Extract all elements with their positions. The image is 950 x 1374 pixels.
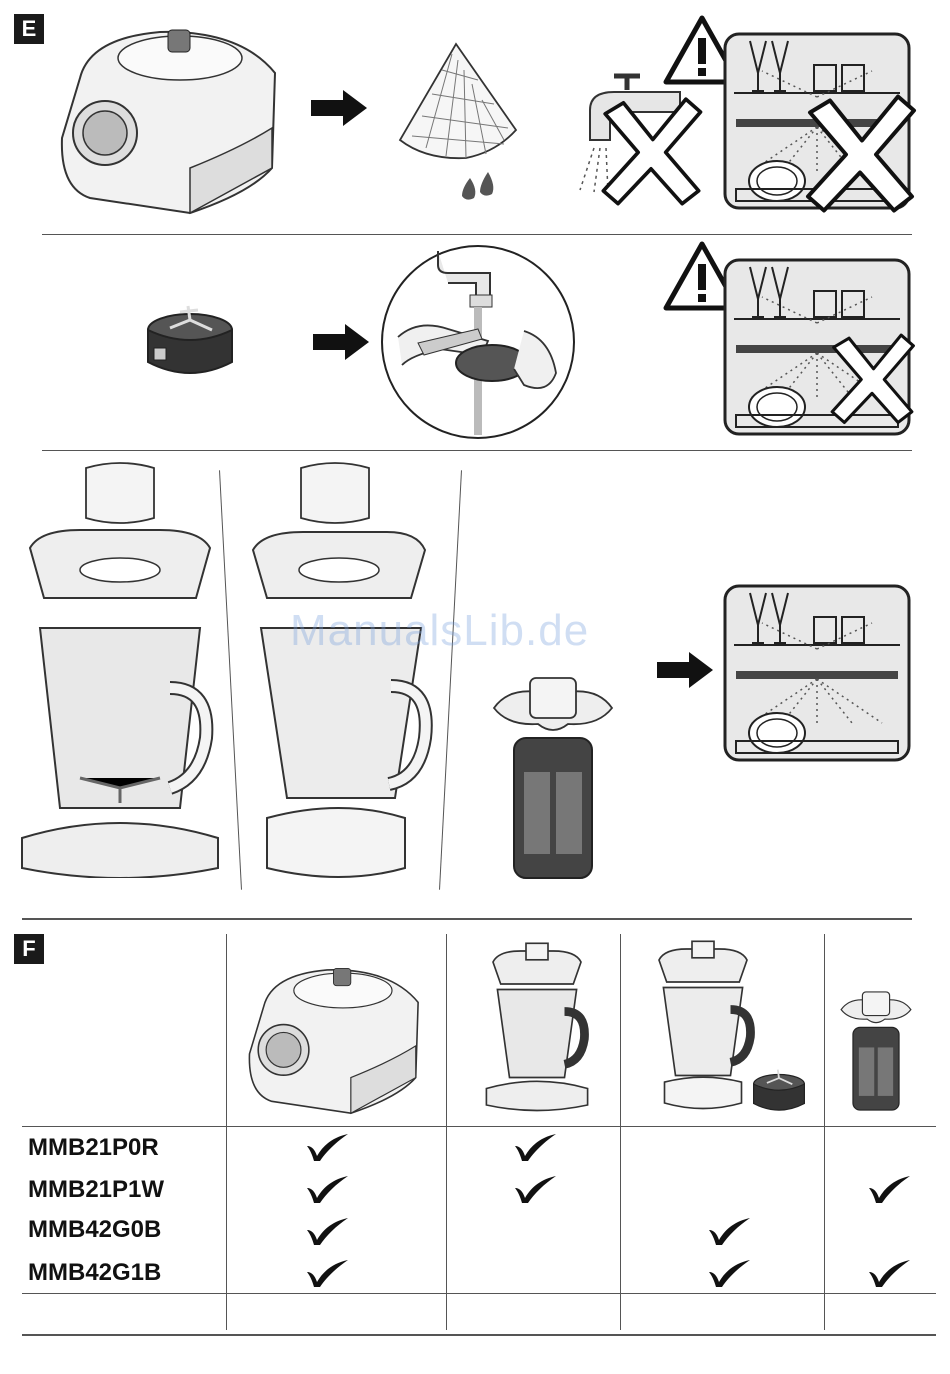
blender-jug-plastic-illustration xyxy=(20,458,220,878)
blade-assembly-thumbnail xyxy=(748,1066,810,1118)
check-mark-icon xyxy=(304,1132,350,1162)
divider xyxy=(42,450,912,451)
section-e-badge: E xyxy=(14,14,44,44)
blender-jug-glass-illustration xyxy=(245,458,445,878)
cross-out-icon xyxy=(800,90,920,215)
check-mark-icon xyxy=(304,1216,350,1246)
check-mark-icon xyxy=(706,1258,752,1288)
blender-jug-thumbnail xyxy=(482,940,592,1116)
model-name: MMB21P1W xyxy=(28,1176,164,1204)
model-name: MMB42G1B xyxy=(28,1259,161,1287)
table-column-divider xyxy=(620,934,621,1330)
mini-chopper-thumbnail xyxy=(836,986,916,1116)
arrow-right-icon xyxy=(310,322,372,362)
cross-out-icon xyxy=(826,318,918,438)
glass-jug-thumbnail xyxy=(648,938,758,1114)
model-name: MMB42G0B xyxy=(28,1216,161,1244)
table-column-divider xyxy=(226,934,227,1330)
table-row-divider xyxy=(22,1126,936,1127)
check-mark-icon xyxy=(866,1174,912,1204)
check-mark-icon xyxy=(512,1174,558,1204)
section-f-badge: F xyxy=(14,934,44,964)
table-bottom-border xyxy=(22,1334,936,1336)
table-column-divider xyxy=(824,934,825,1330)
check-mark-icon xyxy=(866,1258,912,1288)
arrow-right-icon xyxy=(308,88,370,128)
watermark: ManualsLib.de xyxy=(290,606,589,656)
check-mark-icon xyxy=(304,1258,350,1288)
rinse-with-brush-illustration xyxy=(378,245,578,440)
motor-base-illustration xyxy=(50,18,290,218)
damp-cloth-illustration xyxy=(396,40,526,215)
section-divider xyxy=(22,918,912,920)
blade-assembly-illustration xyxy=(140,300,240,386)
table-row-divider xyxy=(22,1293,936,1294)
table-column-divider xyxy=(446,934,447,1330)
divider-slanted xyxy=(219,470,242,889)
mini-chopper-illustration xyxy=(488,668,618,888)
motor-base-thumbnail xyxy=(240,958,430,1118)
divider xyxy=(42,234,912,235)
check-mark-icon xyxy=(706,1216,752,1246)
arrow-right-icon xyxy=(654,650,716,690)
model-name: MMB21P0R xyxy=(28,1134,159,1162)
dishwasher-illustration xyxy=(722,580,912,766)
check-mark-icon xyxy=(304,1174,350,1204)
cross-out-icon xyxy=(596,88,706,213)
check-mark-icon xyxy=(512,1132,558,1162)
